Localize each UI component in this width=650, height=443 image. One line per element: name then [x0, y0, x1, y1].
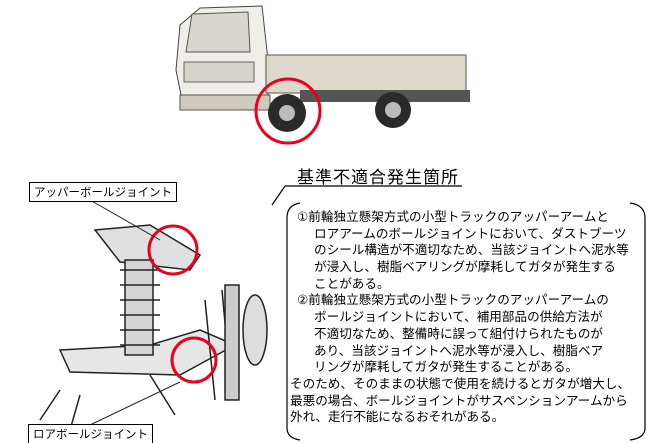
item1-line: が浸入し、樹脂ベアリングが摩耗してガタが発生する — [314, 259, 616, 275]
truck-image — [175, 5, 470, 145]
item1-line: のシール構造が不適切なため、当該ジョイントへ泥水等 — [314, 242, 629, 258]
callout-frame — [271, 185, 646, 441]
lower-ball-joint-label: ロアボールジョイント — [28, 424, 153, 443]
conclusion-line: 外れ、走行不能になるおそれがある。 — [290, 409, 505, 425]
item2-line: ②前輪独立懸架方式の小型トラックのアッパーアームの — [297, 292, 609, 308]
item1-line: ことがある。 — [314, 275, 390, 291]
item2-line: 不適切なため、整備時に誤って組付けられたものが — [314, 325, 604, 341]
conclusion-line: 最悪の場合、ボールジョイントがサスペンションアームから — [290, 392, 628, 408]
item2-line: リングが摩耗してガタが発生することがある。 — [314, 359, 579, 375]
suspension-diagram — [39, 199, 268, 431]
item1-line: ロアアームのボールジョイントにおいて、ダストブーツ — [314, 225, 627, 241]
item2-line: ボールジョイントにおいて、補用部品の供給方法が — [314, 309, 603, 325]
wheel-highlight-circle — [254, 77, 322, 145]
description-text: ①前輪独立懸架方式の小型トラックのアッパーアームと ロアアームのボールジョイント… — [290, 209, 630, 426]
page-title: 基準不適合発生箇所 — [297, 168, 459, 188]
item1-line: ①前輪独立懸架方式の小型トラックのアッパーアームと — [297, 209, 609, 224]
upper-ball-joint-label: アッパーボールジョイント — [29, 182, 177, 202]
conclusion-line: そのため、そのままの状態で使用を続けるとガタが増大し、 — [290, 375, 631, 391]
item2-line: あり、当該ジョイントへ泥水等が浸入し、樹脂ベア — [314, 342, 604, 358]
